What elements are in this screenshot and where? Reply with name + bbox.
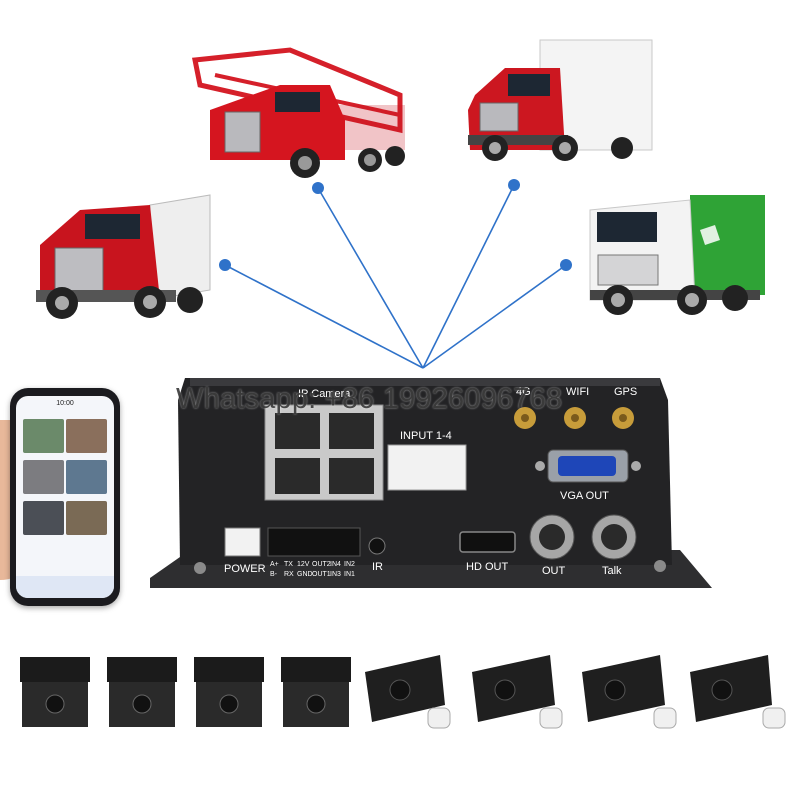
label-out: OUT bbox=[542, 565, 566, 577]
pin-label: IN3 bbox=[330, 571, 341, 578]
label-talk: Talk bbox=[602, 565, 622, 577]
label-power: POWER bbox=[224, 563, 266, 575]
pin-label: IN4 bbox=[330, 561, 341, 568]
truck-car-carrier bbox=[192, 47, 405, 178]
pin-label: 12V bbox=[297, 561, 310, 568]
feed-tile bbox=[66, 460, 107, 494]
camera-row bbox=[20, 655, 786, 729]
phone-status-text: 10:00 bbox=[56, 400, 74, 407]
pin-label: A+ bbox=[270, 561, 279, 568]
label-hd-out: HD OUT bbox=[466, 561, 509, 573]
phone-screen: 10:00 bbox=[16, 396, 114, 598]
pin-label: IN2 bbox=[344, 561, 355, 568]
camera-side-2 bbox=[472, 655, 563, 729]
camera-side-1 bbox=[365, 655, 451, 729]
connection-lines bbox=[224, 184, 567, 369]
connection-dots bbox=[219, 179, 572, 271]
label-input: INPUT 1-4 bbox=[400, 430, 452, 442]
label-vga-out: VGA OUT bbox=[560, 490, 609, 502]
feed-tile bbox=[66, 501, 107, 535]
label-ip-camera: IP Camera bbox=[298, 388, 351, 400]
pin-label: TX bbox=[284, 561, 293, 568]
camera-front-3 bbox=[194, 657, 264, 727]
label-wifi: WIFI bbox=[566, 386, 590, 398]
truck-dump bbox=[36, 194, 211, 319]
feed-tile bbox=[23, 501, 64, 535]
camera-front-4 bbox=[281, 657, 351, 727]
camera-front-1 bbox=[20, 657, 90, 727]
label-4g: 4G bbox=[516, 386, 531, 398]
pin-label: B- bbox=[270, 571, 277, 578]
camera-side-4 bbox=[690, 655, 786, 729]
camera-front-2 bbox=[107, 657, 177, 727]
truck-box bbox=[468, 39, 653, 161]
feed-tile bbox=[23, 460, 64, 494]
pin-label: RX bbox=[284, 571, 294, 578]
camera-side-3 bbox=[582, 655, 677, 729]
phone-toolbar bbox=[16, 576, 114, 598]
pin-label: GND bbox=[297, 571, 313, 578]
feed-tile bbox=[23, 419, 64, 453]
label-ir: IR bbox=[372, 561, 383, 573]
pin-label: IN1 bbox=[344, 571, 355, 578]
dvr-device bbox=[150, 378, 712, 588]
smartphone: 10:00 bbox=[10, 388, 120, 606]
watermark-text: Whatsapp: +86 19926096768 bbox=[176, 383, 563, 415]
truck-garbage bbox=[589, 195, 765, 315]
pin-label: OUT1 bbox=[312, 571, 331, 578]
camera-feed-grid bbox=[22, 418, 108, 541]
label-gps: GPS bbox=[614, 386, 638, 398]
feed-tile bbox=[66, 419, 107, 453]
pin-label: OUT2 bbox=[312, 561, 331, 568]
